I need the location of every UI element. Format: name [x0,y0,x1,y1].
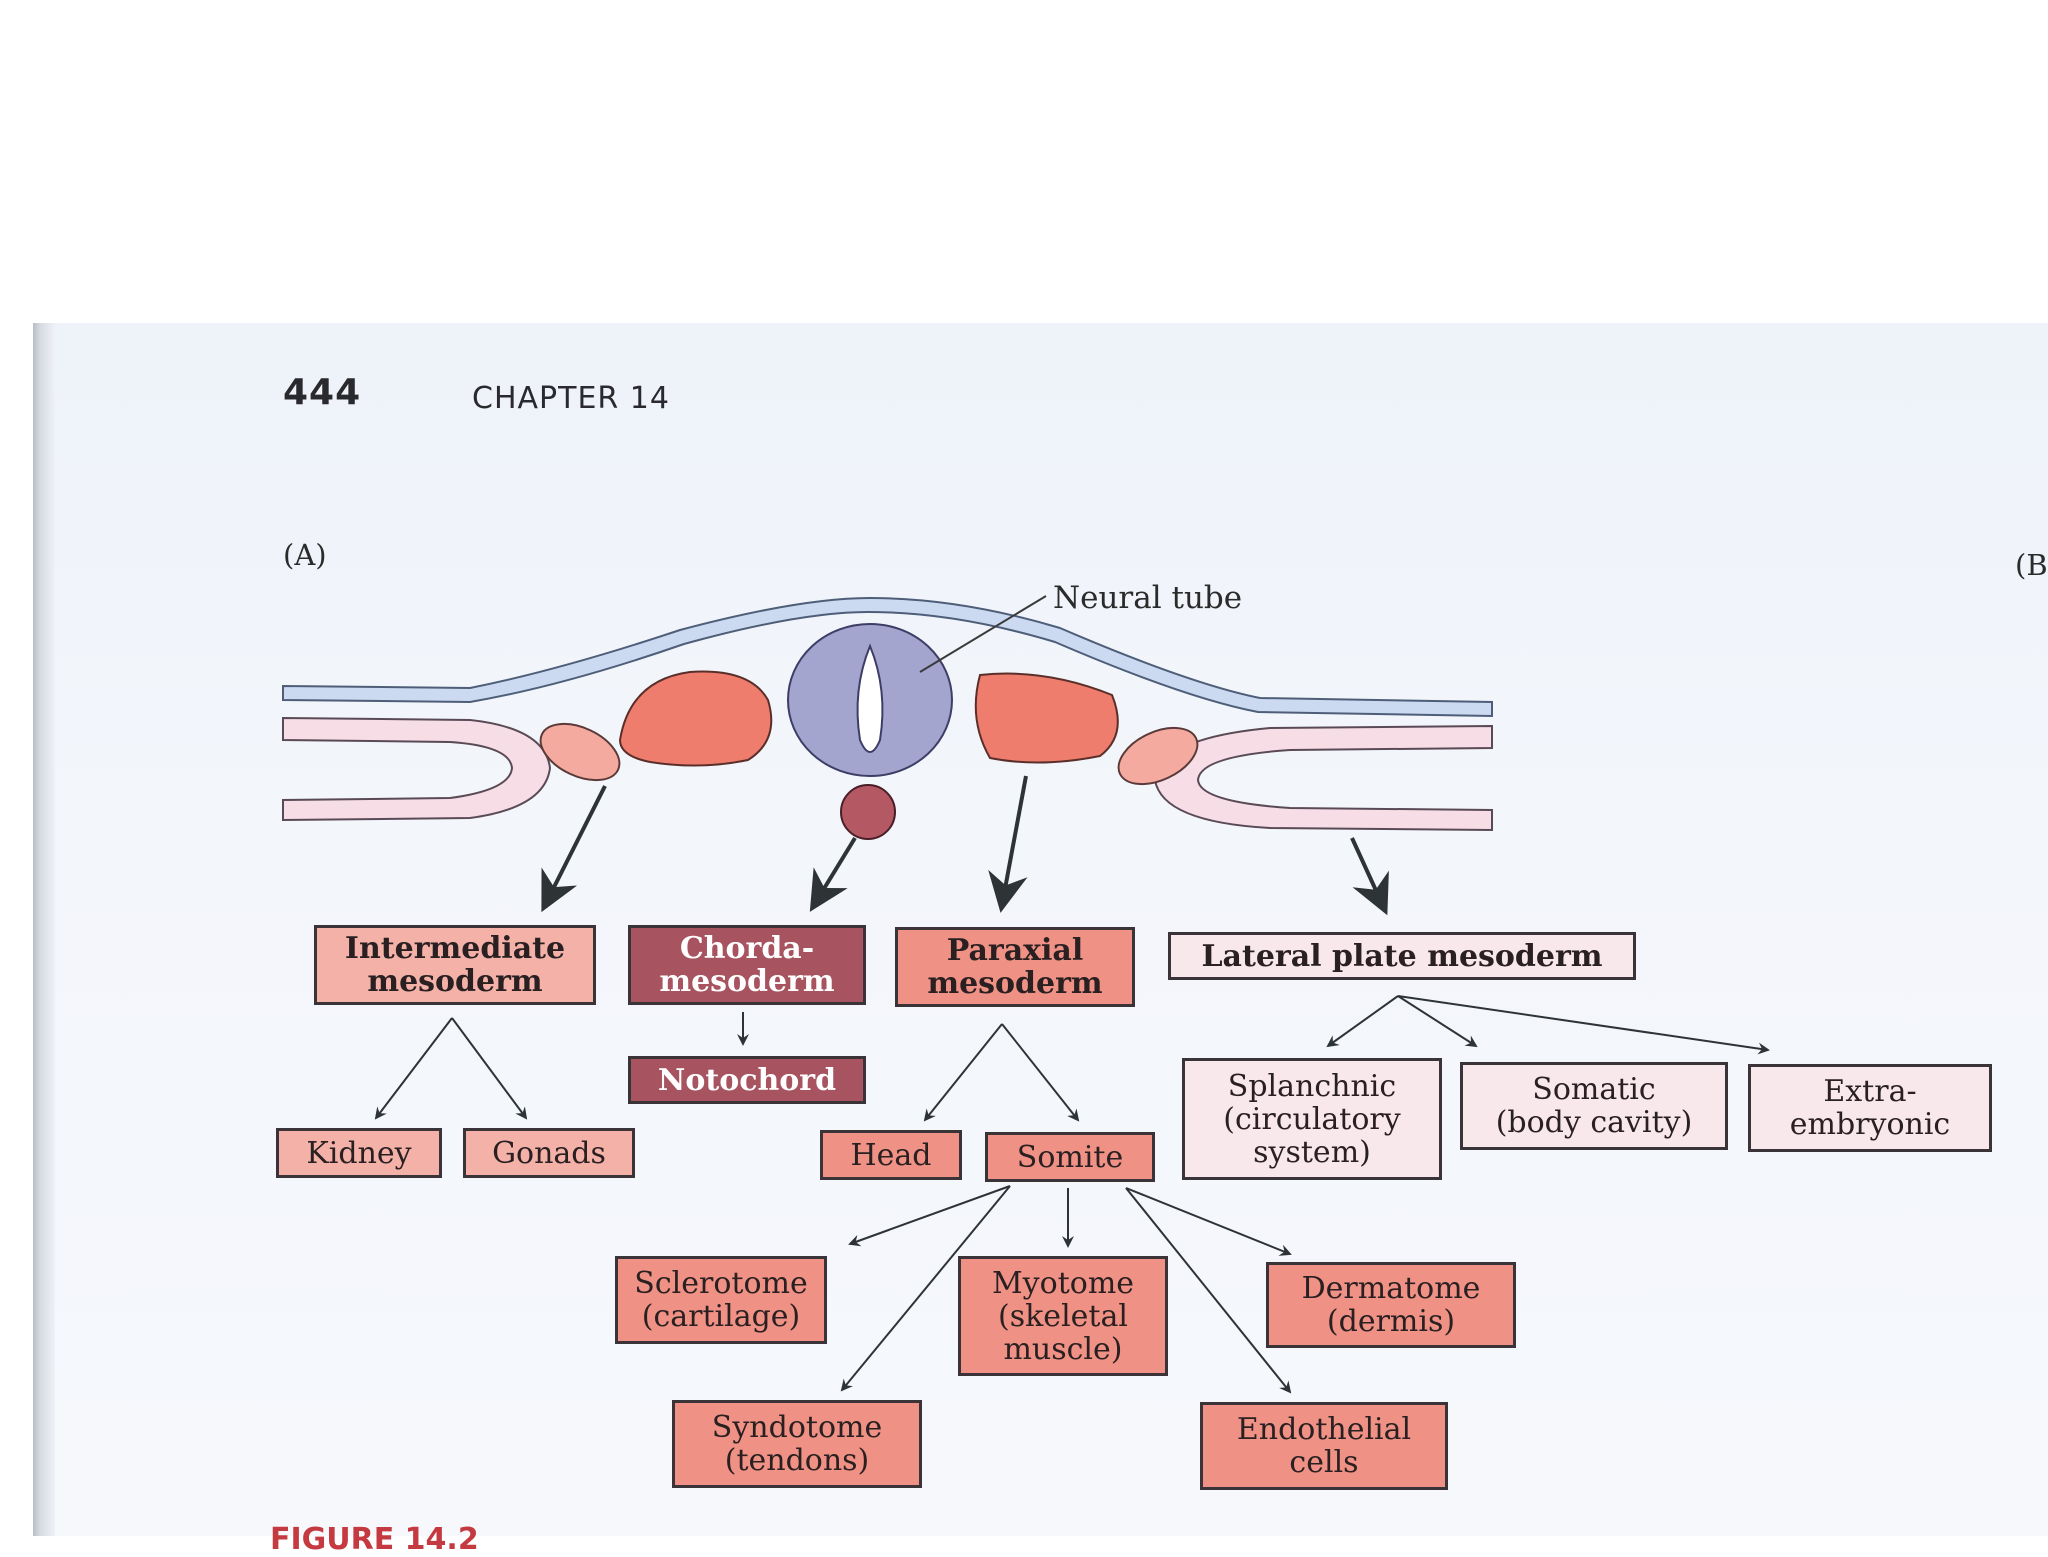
box-gonads: Gonads [463,1128,635,1178]
arrow-to-chorda [809,836,857,912]
box-head: Head [820,1130,962,1180]
box-syndotome: Syndotome (tendons) [672,1400,922,1488]
neural-tube-label: Neural tube [1053,580,1243,616]
intermediate-mesoderm-left [539,722,621,782]
box-splanchnic: Splanchnic (circulatory system) [1182,1058,1442,1180]
box-intermediate-mesoderm: Intermediate mesoderm [314,925,596,1005]
box-kidney: Kidney [276,1128,442,1178]
arrow-sclerotome [848,1185,1011,1247]
box-myotome: Myotome (skeletal muscle) [958,1256,1168,1376]
page-gutter-shadow [33,323,55,1536]
box-endothelial-cells: Endothelial cells [1200,1402,1448,1490]
arrow-somatic [1397,995,1478,1048]
arrow-splanchnic [1326,995,1399,1048]
arrow-head [923,1023,1003,1122]
intermediate-mesoderm-right [1117,726,1199,786]
panel-label-a: (A) [283,538,327,572]
figure-caption-fragment: FIGURE 14.2 [270,1522,479,1557]
box-notochord: Notochord [628,1056,866,1104]
neural-tube-leader [919,595,1047,673]
arrow-gonads [451,1017,528,1120]
notochord [840,784,896,840]
box-somatic: Somatic (body cavity) [1460,1062,1728,1150]
panel-label-b: (B [2015,548,2048,582]
box-chordamesoderm: Chorda- mesoderm [628,925,866,1005]
box-somite: Somite [985,1132,1155,1182]
arrow-syndotome [840,1185,1011,1392]
neural-canal [856,643,884,753]
arrow-to-lateral [1350,837,1389,916]
somite-right [974,672,1119,764]
arrow-to-paraxial [988,775,1028,913]
chapter-title: CHAPTER 14 [472,381,670,416]
arrow-dermatome [1125,1187,1292,1256]
box-lateral-plate-mesoderm: Lateral plate mesoderm [1168,932,1636,980]
box-extraembryonic: Extra- embryonic [1748,1064,1992,1152]
arrow-to-intermediate [541,785,607,913]
somite-left [618,670,773,767]
box-dermatome: Dermatome (dermis) [1266,1262,1516,1348]
endoderm-right [1153,724,1493,832]
arrow-somite [1001,1023,1080,1122]
arrow-extraembryonic [1397,995,1770,1055]
page-number: 444 [283,372,362,413]
ectoderm-layer [282,596,1493,718]
box-sclerotome: Sclerotome (cartilage) [615,1256,827,1344]
arrow-endothelial [1125,1187,1292,1394]
arrow-kidney [374,1017,453,1120]
box-paraxial-mesoderm: Paraxial mesoderm [895,927,1135,1007]
endoderm-left [282,716,552,822]
